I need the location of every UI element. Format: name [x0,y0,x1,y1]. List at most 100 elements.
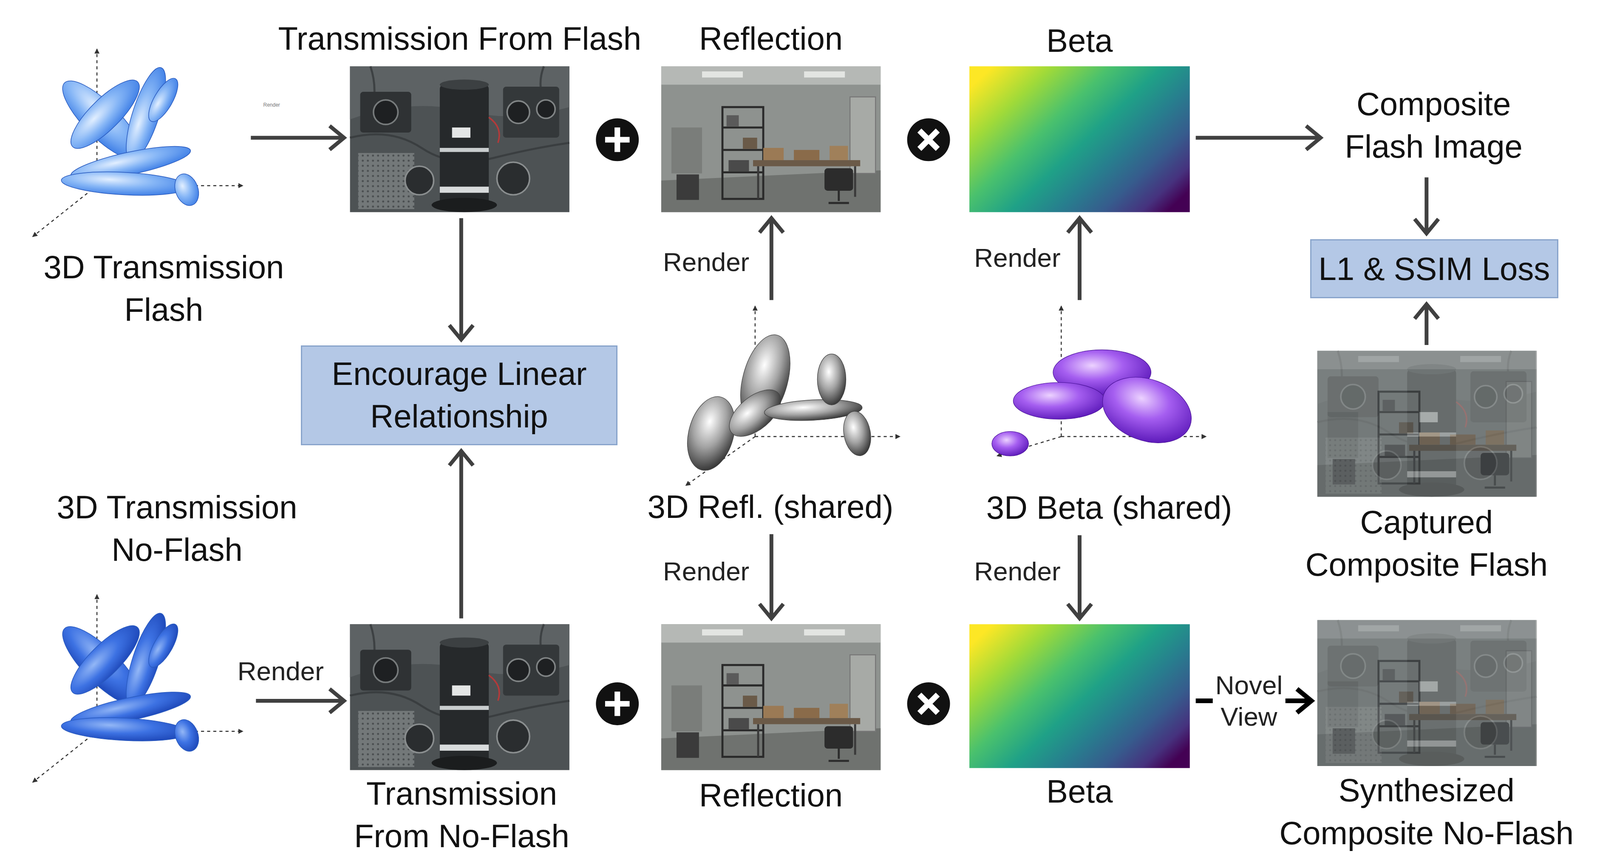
caption: Transmission From No-Flash [338,772,586,859]
arrow-head [1296,689,1312,714]
stray-text: Render [263,101,280,108]
arrow-head [1305,125,1321,150]
connector-arrow [1195,125,1321,150]
connector-line [1077,535,1082,618]
connector-arrow [759,218,784,301]
caption: 3D Beta (shared) [940,486,1278,530]
caption-text: 3D Beta (shared) [940,486,1278,530]
image-panel: Reflection [661,624,881,769]
gaussian-illustration: 3D Transmission No-Flash [40,589,250,784]
arrow-head [329,125,345,150]
arrow-head [329,689,345,714]
caption-text: 3D Refl. (shared) [602,485,939,529]
connector-line [1077,219,1082,301]
box-label: Composite Flash Image [1329,82,1538,169]
caption-text: Beta [926,19,1233,63]
caption-text: Synthesized Composite No-Flash [1268,769,1585,855]
gaussian-illustration: 3D Transmission Flash [45,45,245,240]
arrow-head [449,451,473,466]
box-label: Encourage Linear Relationship [308,352,610,439]
gaussian-cloud [52,63,203,210]
edge-label: Render [662,246,750,278]
composite-photo [1317,351,1537,497]
edge-label: Render [662,555,750,587]
caption-text: Reflection [617,774,924,817]
caption: 3D Transmission Flash [19,246,309,332]
connector-arrow [1067,535,1092,619]
connector-line [769,219,774,301]
axes [32,594,244,783]
beta-map [969,624,1190,768]
arrow-head [759,218,784,233]
caption: Transmission From Flash [245,17,674,60]
connector-line [769,534,774,617]
caption-text: 3D Transmission No-Flash [32,486,322,572]
photo [661,66,881,213]
gaussian-cloud [991,305,1207,456]
composite-photo [1317,620,1537,767]
connector-line [459,453,464,619]
caption-text: Transmission From Flash [245,17,674,60]
arrow-head [1414,218,1439,234]
edge-label: Render [237,655,324,688]
caption: Captured Composite Flash [1292,501,1561,587]
connector-arrow [759,534,784,619]
box-text: L1 & SSIM Loss [1318,247,1550,291]
connector-line [459,218,464,338]
image-panel: Transmission From No-Flash [350,624,570,769]
connector-arrow [1414,304,1439,346]
caption-text: Captured Composite Flash [1292,501,1561,587]
connector-arrow [449,451,473,619]
connector-arrow [1067,218,1092,301]
connector-line [250,135,343,140]
gaussian-illustration: 3D Refl. (shared) [683,305,888,480]
process-box: L1 & SSIM Loss [1310,239,1558,299]
connector-line [1424,177,1429,232]
image-panel: Transmission From Flash [350,66,570,213]
caption-text: Transmission From No-Flash [338,772,586,859]
image-panel: Captured Composite Flash [1317,351,1536,497]
arrow-head [759,604,784,619]
box-text: Encourage Linear Relationship [308,352,610,439]
image-panel: Beta [969,624,1190,769]
beta-map [969,66,1190,213]
caption: 3D Transmission No-Flash [32,486,322,572]
times-symbol [907,118,951,162]
box-text: Composite Flash Image [1329,82,1538,169]
gaussian-cloud [679,305,901,486]
times-symbol [907,682,951,726]
text-node: Composite Flash Image [1326,79,1541,172]
image-panel: Reflection [661,66,881,213]
gaussian-illustration: 3D Beta (shared) [994,305,1210,465]
image-panel: Synthesized Composite No-Flash [1317,620,1536,767]
axes [32,48,244,237]
process-box: Encourage Linear Relationship [300,345,618,445]
photo [661,624,881,771]
plus-symbol [595,118,639,162]
connector-line [1195,135,1320,140]
caption: Reflection [617,17,924,60]
connector-arrow [1414,177,1439,234]
caption: Beta [926,19,1233,63]
connector-line [255,699,343,703]
gaussian-cloud [52,609,203,755]
arrow-head [1414,304,1439,319]
caption: Synthesized Composite No-Flash [1268,769,1585,855]
connector-arrow [449,218,473,340]
arrow-head [449,325,473,340]
caption: Beta [926,770,1233,813]
connector-arrow [255,689,344,714]
caption-text: Reflection [617,17,924,60]
photo [350,66,570,213]
arrow-head [1067,218,1092,233]
connector-line [1424,305,1429,346]
box-label: L1 & SSIM Loss [1318,247,1550,291]
plus-symbol [595,682,639,726]
caption-text: 3D Transmission Flash [19,246,309,332]
edge-label: Render [974,555,1061,587]
caption: 3D Refl. (shared) [602,485,939,529]
arrow-head [1067,604,1092,619]
photo [350,624,570,771]
image-panel: Beta [969,66,1190,213]
